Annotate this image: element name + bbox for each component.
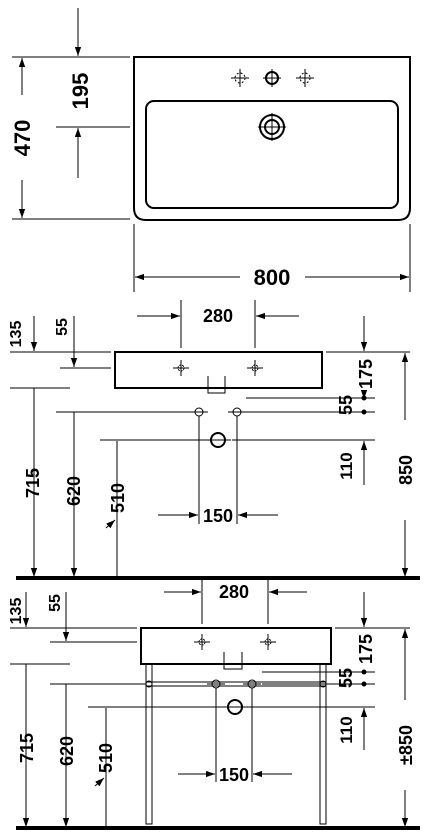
bowl-height-label: 175 bbox=[356, 359, 376, 389]
stand-view: 280 135 715 55 620 510 150 175 bbox=[8, 578, 420, 830]
depth-label: 470 bbox=[10, 120, 35, 157]
tap-holes-stand bbox=[194, 634, 276, 650]
basin-bowl-top bbox=[145, 100, 399, 209]
top-view: 470 195 800 bbox=[10, 8, 411, 292]
rim-height-label: 715 bbox=[23, 468, 43, 498]
waste-height-label: 510 bbox=[108, 483, 128, 513]
waste-spacing-label: 150 bbox=[203, 506, 233, 526]
basin-front-stand bbox=[140, 627, 332, 665]
tap-height-label: 620 bbox=[64, 476, 84, 506]
stand-bowl-height-label: 175 bbox=[356, 634, 376, 664]
tap-drop-label: 55 bbox=[54, 318, 71, 336]
basin-outline-top bbox=[133, 56, 411, 221]
stand-waste-offset-label: 55 bbox=[336, 668, 356, 688]
tap-spacing-label: 280 bbox=[203, 306, 233, 326]
trap-offset-label: 110 bbox=[337, 452, 356, 479]
total-height-label: 850 bbox=[396, 455, 416, 485]
tap-holes-wall bbox=[173, 360, 263, 376]
waste-connections-wall bbox=[190, 407, 246, 448]
width-label: 800 bbox=[254, 265, 291, 290]
stand-tap-drop-label: 55 bbox=[47, 594, 64, 612]
tap-holes-top bbox=[231, 69, 314, 87]
stand-rim-depth-label: 135 bbox=[8, 598, 25, 625]
stand-trap-offset-label: 110 bbox=[337, 716, 356, 743]
stand-rim-height-label: 715 bbox=[17, 733, 37, 763]
waste-offset-label: 55 bbox=[336, 395, 356, 415]
stand-waste-height-label: 510 bbox=[96, 743, 116, 773]
metal-stand bbox=[145, 663, 327, 825]
wall-view: 280 135 715 55 620 510 150 bbox=[8, 300, 420, 580]
stand-waste-spacing-label: 150 bbox=[219, 765, 249, 785]
stand-tap-height-label: 620 bbox=[57, 736, 77, 766]
stand-total-height-label: ±850 bbox=[396, 725, 416, 765]
waste-connections-stand bbox=[207, 679, 261, 715]
rim-depth-label: 135 bbox=[8, 321, 25, 348]
waste-hole-top bbox=[258, 113, 286, 141]
tap-offset-label: 195 bbox=[68, 73, 93, 110]
basin-front-wall bbox=[114, 351, 323, 389]
stand-tap-spacing-label: 280 bbox=[219, 582, 249, 602]
